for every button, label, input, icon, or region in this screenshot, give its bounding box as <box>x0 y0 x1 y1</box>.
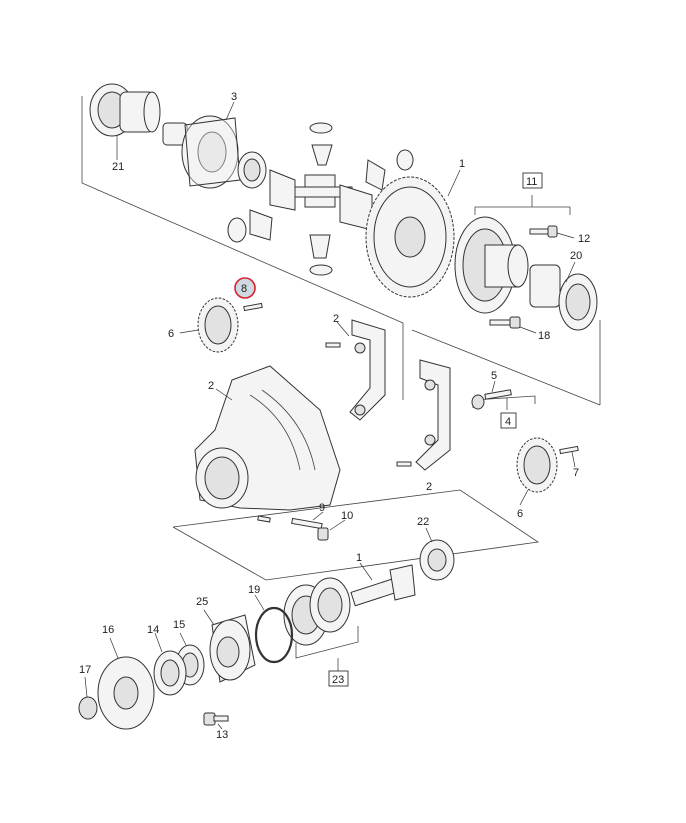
pin-2-lower <box>396 461 412 467</box>
callout-label-10: 10 <box>341 510 353 522</box>
callout-box-11 <box>522 172 543 189</box>
pinion-housing-25 <box>209 614 256 683</box>
callout-label-12: 12 <box>578 233 590 245</box>
pin-8 <box>243 302 263 312</box>
callout-label-17: 17 <box>79 664 91 676</box>
callout-label-2-cap-lower: 2 <box>426 481 432 493</box>
bolt-18 <box>489 316 521 329</box>
bearing-21 <box>89 83 161 137</box>
bracket-11 <box>474 195 571 215</box>
bolt-9 <box>257 515 323 530</box>
assembly-outline-upper <box>81 96 601 406</box>
bearing-cap-2-upper <box>349 319 386 421</box>
axle-housing-2 <box>194 365 341 511</box>
bolt-13 <box>203 712 229 726</box>
adjusting-ring-6-left <box>197 297 239 353</box>
spider-gears <box>227 122 414 276</box>
bearing-20 <box>529 264 598 331</box>
callout-label-7: 7 <box>573 467 579 479</box>
callout-label-11: 11 <box>526 176 537 188</box>
callout-label-1-lower: 1 <box>356 552 362 564</box>
assembly-outline-middle <box>172 489 540 581</box>
pin-2-upper <box>325 342 341 348</box>
bearing-22 <box>419 539 455 581</box>
callout-label-15: 15 <box>173 619 185 631</box>
callout-label-25: 25 <box>196 596 208 608</box>
callout-label-1-upper: 1 <box>459 158 465 170</box>
callout-label-22: 22 <box>417 516 429 528</box>
callout-label-21: 21 <box>112 161 124 173</box>
callout-label-2-cap-upper: 2 <box>333 313 339 325</box>
pin-7 <box>559 445 579 455</box>
callout-label-23: 23 <box>332 674 344 686</box>
carrier-housing <box>454 216 529 314</box>
callout-box-23 <box>328 670 349 687</box>
o-ring-19 <box>254 606 294 664</box>
adjusting-ring-6-right <box>516 437 558 493</box>
pinion-1 <box>350 564 416 607</box>
callout-label-5: 5 <box>491 370 497 382</box>
seal-14 <box>153 650 187 696</box>
ring-gear-1 <box>365 176 455 298</box>
bearing-cap-2-lower <box>415 359 451 471</box>
callout-label-8: 8 <box>241 283 247 295</box>
callout-label-13: 13 <box>216 729 228 741</box>
nut-17 <box>78 696 98 720</box>
highlight-marker-8[interactable] <box>234 277 256 299</box>
callout-label-2-housing: 2 <box>208 380 214 392</box>
bearing-set-23 <box>283 577 351 646</box>
differential-cap-3 <box>162 115 241 189</box>
callout-label-16: 16 <box>102 624 114 636</box>
callout-label-3: 3 <box>231 91 237 103</box>
callout-label-19: 19 <box>248 584 260 596</box>
callout-box-4 <box>500 412 517 429</box>
callout-label-6-right: 6 <box>517 508 523 520</box>
callout-label-14: 14 <box>147 624 159 636</box>
nut-10 <box>317 527 329 541</box>
assembly-outline-lower <box>295 626 359 659</box>
callout-label-4: 4 <box>505 416 511 428</box>
flange-16 <box>97 656 155 730</box>
callout-label-9: 9 <box>319 502 325 514</box>
bolt-5 <box>471 389 512 410</box>
callout-label-18: 18 <box>538 330 550 342</box>
callout-label-6-left: 6 <box>168 328 174 340</box>
bolt-12 <box>529 225 558 238</box>
callout-label-20: 20 <box>570 250 582 262</box>
